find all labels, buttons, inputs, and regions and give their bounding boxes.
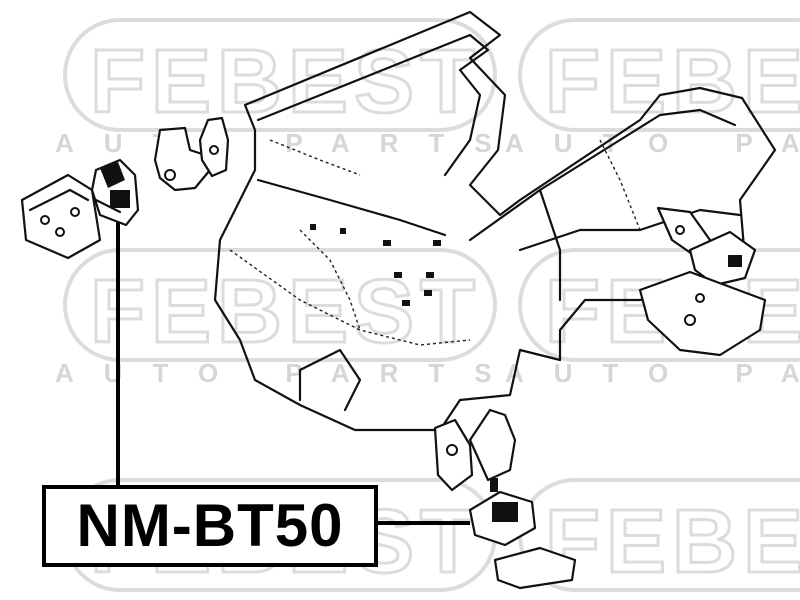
watermark-brand: FEBEST (90, 32, 481, 132)
leader-lines (116, 222, 470, 525)
watermark-brand: FEBEST (90, 262, 481, 362)
bracket-upper-left (153, 116, 230, 192)
engine-block (213, 10, 777, 432)
watermark-middle-left: FEBEST AUTO PARTS (55, 248, 522, 388)
watermark-top-left: FEBEST AUTO PARTS (55, 18, 522, 158)
engine-mount-front-left (90, 158, 140, 227)
engine-mount-rear (468, 478, 577, 590)
watermark-tagline: AUTO PARTS (505, 128, 800, 158)
mount-bracket-lower (433, 408, 517, 492)
watermark-tagline: AUTO PARTS (55, 358, 522, 388)
watermark-brand: FEBEST (545, 32, 800, 132)
mount-bracket-left (20, 173, 102, 260)
bolt-holes (310, 224, 441, 306)
watermark-tagline: AUTO PARTS (505, 358, 800, 388)
mount-bracket-right (638, 206, 767, 357)
watermark-brand: FEBEST (545, 492, 800, 592)
watermark-bottom-right: FEBEST (518, 478, 800, 594)
watermark-top-right: FEBEST AUTO PARTS (505, 18, 800, 158)
watermark-tagline: AUTO PARTS (55, 128, 522, 158)
part-number-text: NM-BT50 (76, 492, 344, 559)
part-number-label: NM-BT50 (42, 485, 378, 567)
